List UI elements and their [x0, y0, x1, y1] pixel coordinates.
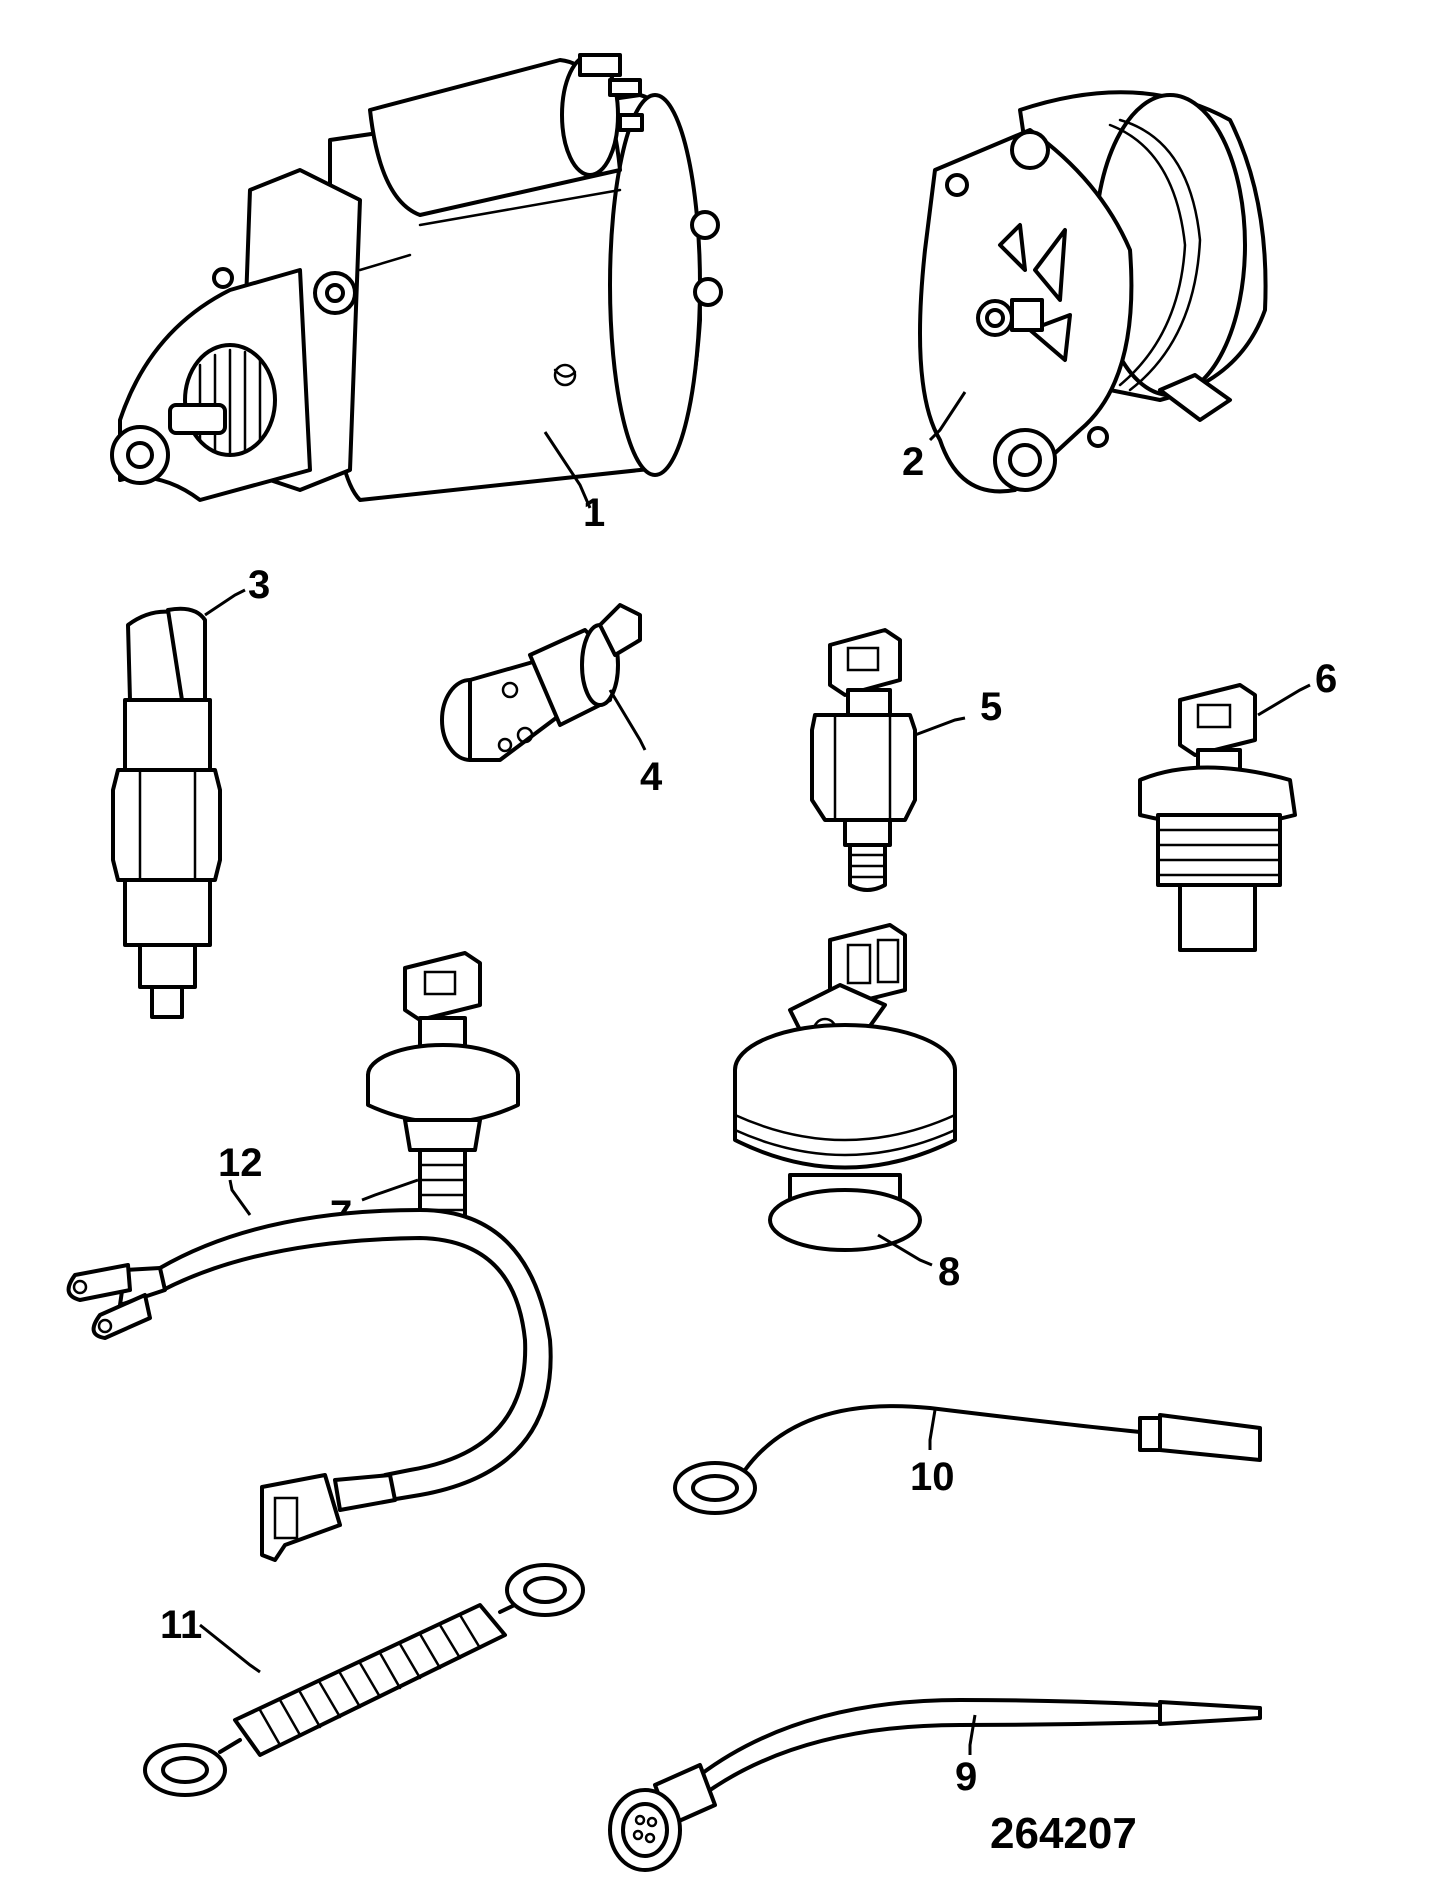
oil-pressure-sender: [366, 951, 520, 1230]
pressure-transducer: [733, 923, 957, 1252]
callout-7-leader: [361, 1178, 419, 1202]
callout-1: 1: [583, 491, 605, 535]
glow-plug: [111, 606, 222, 1019]
wiring-harness-cable: [66, 1208, 553, 1562]
alternator: [918, 90, 1268, 494]
callout-10: 10: [910, 1455, 955, 1499]
callout-4-leader: [608, 689, 647, 751]
starter-motor: [110, 53, 723, 502]
callout-2-leader: [928, 391, 967, 442]
callout-3: 3: [248, 563, 270, 607]
spring-ground-strap: [143, 1563, 585, 1797]
callout-6: 6: [1315, 657, 1337, 701]
callout-11: 11: [160, 1603, 202, 1647]
callout-9: 9: [955, 1755, 977, 1799]
callout-2: 2: [902, 440, 924, 484]
callout-5: 5: [980, 685, 1002, 729]
callout-5-leader: [914, 716, 966, 737]
callout-12-leader: [228, 1179, 252, 1216]
callout-3-leader: [204, 588, 246, 617]
callout-11-leader: [199, 1623, 261, 1674]
temperature-sender: [440, 603, 642, 762]
callout-12: 12: [218, 1141, 263, 1185]
diagram-reference-number: 264207: [990, 1809, 1137, 1858]
speed-sensor-9: [608, 1698, 1262, 1872]
callout-1-leader: [543, 431, 592, 509]
sender-unit-6: [1138, 683, 1297, 952]
callout-8-leader: [877, 1233, 933, 1267]
pressure-switch-5: [810, 628, 917, 892]
callout-4: 4: [640, 755, 663, 799]
callout-10-leader: [928, 1409, 937, 1450]
callout-9-leader: [968, 1714, 977, 1755]
sensor-cable-10: [673, 1404, 1262, 1515]
callout-8: 8: [938, 1250, 960, 1294]
callout-6-leader: [1257, 683, 1311, 717]
